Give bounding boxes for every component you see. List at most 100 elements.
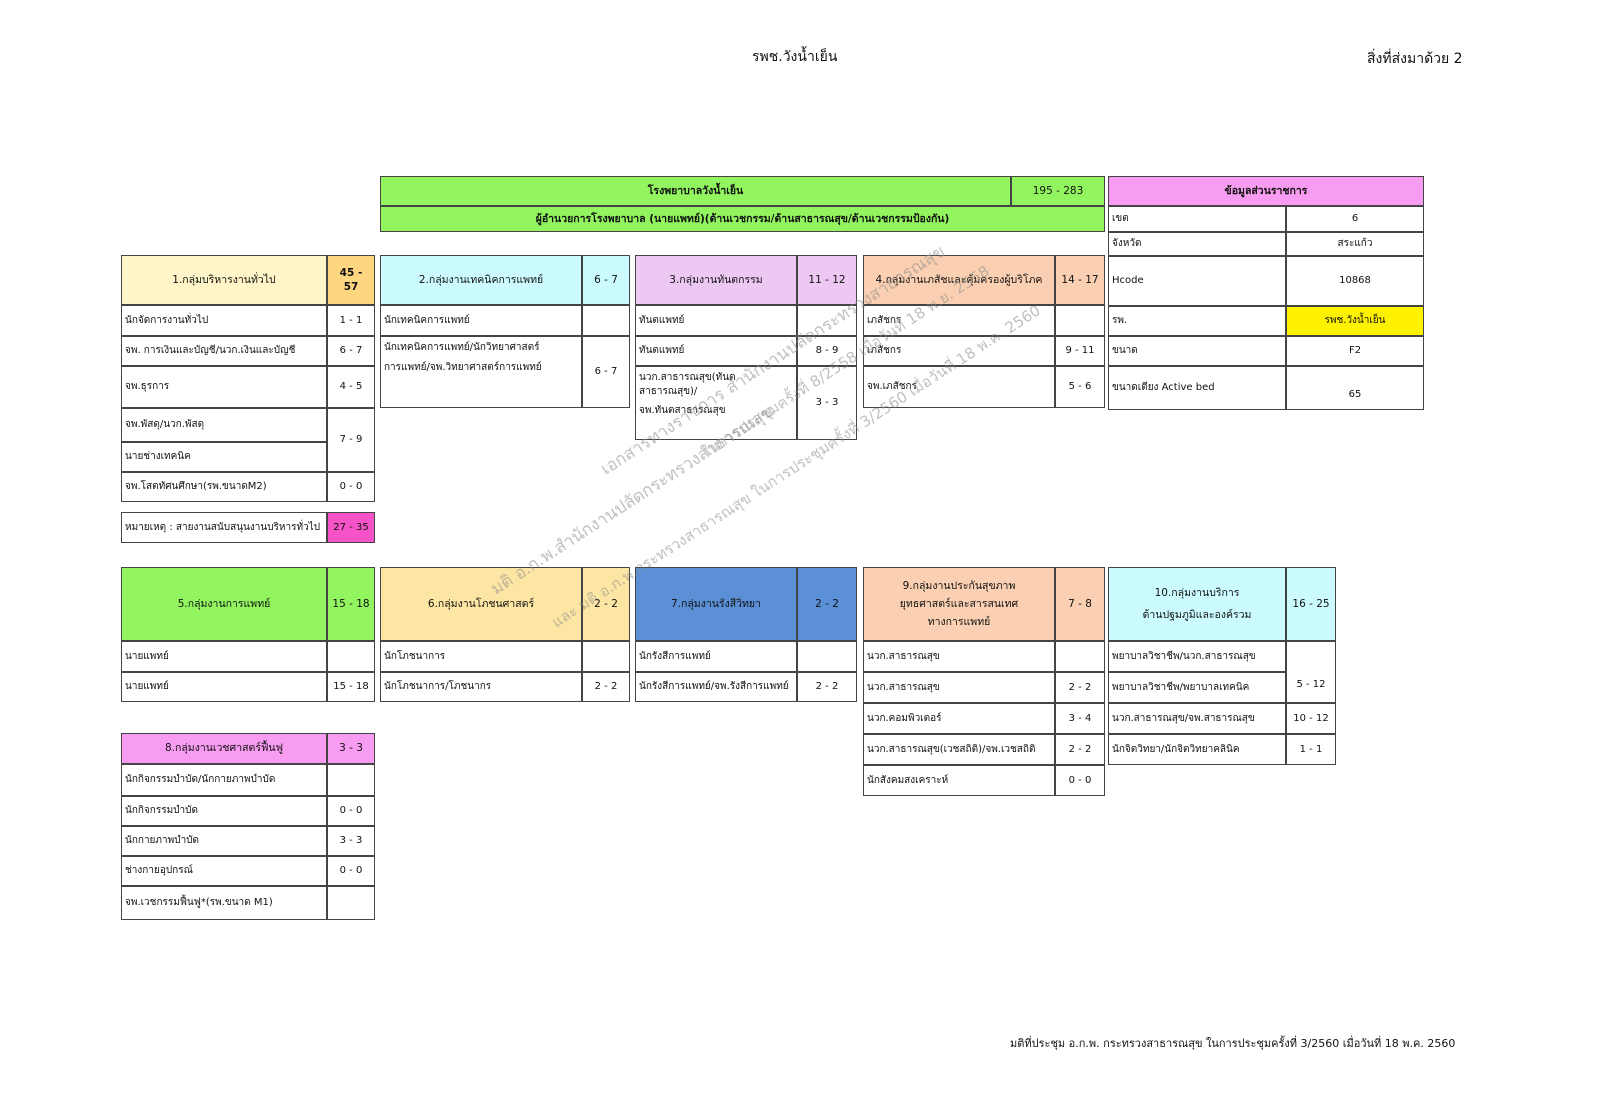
group-8-range: 3 - 3 bbox=[327, 733, 375, 764]
group-1-row: จพ.โสตทัศนศึกษา(รพ.ขนาดM2) bbox=[121, 472, 327, 502]
group-8-title: 8.กลุ่มงานเวชศาสตร์ฟื้นฟู bbox=[121, 733, 327, 764]
group-8-row: นักกายภาพบำบัด bbox=[121, 826, 327, 856]
group-6-title: 6.กลุ่มงานโภชนศาสตร์ bbox=[380, 567, 582, 641]
group-3-title: 3.กลุ่มงานทันตกรรม bbox=[635, 255, 797, 305]
page-header-center: รพช.วังน้ำเย็น bbox=[752, 49, 838, 65]
group-3-range: 11 - 12 bbox=[797, 255, 857, 305]
group-3-num: 8 - 9 bbox=[797, 336, 857, 366]
group-6-num-empty bbox=[582, 641, 630, 672]
group-4-range: 14 - 17 bbox=[1055, 255, 1105, 305]
group-5-num: 15 - 18 bbox=[327, 672, 375, 702]
group-1-row: นักจัดการงานทั่วไป bbox=[121, 305, 327, 336]
group-9-row: นวก.สาธารณสุข bbox=[863, 641, 1055, 672]
group-6-row: นักโภชนาการ bbox=[380, 641, 582, 672]
page-header-right: สิ่งที่ส่งมาด้วย 2 bbox=[1367, 51, 1463, 67]
info-label: Hcode bbox=[1108, 256, 1286, 306]
group-10-title-line: ด้านปฐมภูมิและองค์รวม bbox=[1142, 609, 1252, 621]
group-10-range: 16 - 25 bbox=[1286, 567, 1336, 641]
group-10-row: พยาบาลวิชาชีพ/พยาบาลเทคนิค bbox=[1108, 672, 1286, 703]
group-1-note: หมายเหตุ : สายงานสนับสนุนงานบริหารทั่วไป bbox=[121, 512, 327, 543]
group-1-title: 1.กลุ่มบริหารงานทั่วไป bbox=[121, 255, 327, 305]
group-9-title-line: 9.กลุ่มงานประกันสุขภาพ bbox=[902, 579, 1016, 592]
group-7-range: 2 - 2 bbox=[797, 567, 857, 641]
group-3-row-multi: นวก.สาธารณสุข(ทันตสาธารณสุข)/ จพ.ทันตสาธ… bbox=[635, 366, 797, 440]
info-value: 6 bbox=[1286, 206, 1424, 232]
group-9-title: 9.กลุ่มงานประกันสุขภาพ ยุทธศาสตร์และสารส… bbox=[863, 567, 1055, 641]
group-6-row: นักโภชนาการ/โภชนากร bbox=[380, 672, 582, 702]
group-9-num-empty bbox=[1055, 641, 1105, 672]
info-value: 65 bbox=[1286, 366, 1424, 410]
group-7-num: 2 - 2 bbox=[797, 672, 857, 702]
info-label: จังหวัด bbox=[1108, 232, 1286, 256]
group-8-num-empty bbox=[327, 764, 375, 796]
group-1-num: 7 - 9 bbox=[327, 408, 375, 472]
group-8-num-empty bbox=[327, 886, 375, 920]
group-4-num: 9 - 11 bbox=[1055, 336, 1105, 366]
director-title: ผู้อำนวยการโรงพยาบาล (นายแพทย์)(ด้านเวชก… bbox=[380, 206, 1105, 232]
group-8-num: 0 - 0 bbox=[327, 796, 375, 826]
group-6-range: 2 - 2 bbox=[582, 567, 630, 641]
group-2-row-line: การแพทย์/จพ.วิทยาศาสตร์การแพทย์ bbox=[384, 361, 542, 373]
group-9-row: นักสังคมสงเคราะห์ bbox=[863, 765, 1055, 796]
group-10-title-line: 10.กลุ่มงานบริการ bbox=[1154, 586, 1240, 599]
group-8-row: นักกิจกรรมบำบัด bbox=[121, 796, 327, 826]
group-1-num: 4 - 5 bbox=[327, 366, 375, 408]
group-7-row: นักรังสีการแพทย์/จพ.รังสีการแพทย์ bbox=[635, 672, 797, 702]
group-1-num: 0 - 0 bbox=[327, 472, 375, 502]
group-9-row: นวก.คอมพิวเตอร์ bbox=[863, 703, 1055, 734]
info-value: สระแก้ว bbox=[1286, 232, 1424, 256]
group-5-row: นายแพทย์ bbox=[121, 641, 327, 672]
group-10-num: 1 - 1 bbox=[1286, 734, 1336, 765]
group-5-title: 5.กลุ่มงานการแพทย์ bbox=[121, 567, 327, 641]
group-9-title-line: ยุทธศาสตร์และสารสนเทศ bbox=[899, 597, 1019, 610]
info-value: 10868 bbox=[1286, 256, 1424, 306]
group-2-range: 6 - 7 bbox=[582, 255, 630, 305]
group-1-range: 45 - 57 bbox=[327, 255, 375, 305]
group-1-num: 1 - 1 bbox=[327, 305, 375, 336]
group-1-note-range: 27 - 35 bbox=[327, 512, 375, 543]
info-label: รพ. bbox=[1108, 306, 1286, 336]
group-9-range: 7 - 8 bbox=[1055, 567, 1105, 641]
group-1-row: จพ.พัสดุ/นวก.พัสดุ bbox=[121, 408, 327, 442]
info-label: ขนาด bbox=[1108, 336, 1286, 366]
group-9-row: นวก.สาธารณสุข(เวชสถิติ)/จพ.เวชสถิติ bbox=[863, 734, 1055, 765]
info-title: ข้อมูลส่วนราชการ bbox=[1108, 176, 1424, 206]
group-1-row: นายช่างเทคนิค bbox=[121, 442, 327, 472]
group-9-num: 2 - 2 bbox=[1055, 672, 1105, 703]
group-10-row: พยาบาลวิชาชีพ/นวก.สาธารณสุข bbox=[1108, 641, 1286, 672]
group-2-row-line: นักเทคนิคการแพทย์/นักวิทยาศาสตร์ bbox=[384, 342, 540, 353]
info-value-hospital: รพช.วังน้ำเย็น bbox=[1286, 306, 1424, 336]
group-4-title: 4.กลุ่มงานเภสัชและคุ้มครองผู้บริโภค bbox=[863, 255, 1055, 305]
group-2-num: 6 - 7 bbox=[582, 336, 630, 408]
group-6-num: 2 - 2 bbox=[582, 672, 630, 702]
group-7-title: 7.กลุ่มงานรังสีวิทยา bbox=[635, 567, 797, 641]
group-10-num: 5 - 12 bbox=[1286, 641, 1336, 703]
info-label: ขนาดเตียง Active bed bbox=[1108, 366, 1286, 410]
page-footer: มติที่ประชุม อ.ก.พ. กระทรวงสาธารณสุข ในก… bbox=[1010, 1037, 1456, 1050]
group-8-row: จพ.เวชกรรมฟื้นฟู*(รพ.ขนาด M1) bbox=[121, 886, 327, 920]
group-4-num: 5 - 6 bbox=[1055, 366, 1105, 408]
group-2-row: นักเทคนิคการแพทย์ bbox=[380, 305, 582, 336]
group-10-title: 10.กลุ่มงานบริการ ด้านปฐมภูมิและองค์รวม bbox=[1108, 567, 1286, 641]
group-8-row: ช่างกายอุปกรณ์ bbox=[121, 856, 327, 886]
group-7-row: นักรังสีการแพทย์ bbox=[635, 641, 797, 672]
group-1-row: จพ. การเงินและบัญชี/นวก.เงินและบัญชี bbox=[121, 336, 327, 366]
group-2-num-empty bbox=[582, 305, 630, 336]
group-4-row: จพ.เภสัชกร bbox=[863, 366, 1055, 408]
group-3-row-line: จพ.ทันตสาธารณสุข bbox=[639, 405, 726, 416]
group-9-num: 2 - 2 bbox=[1055, 734, 1105, 765]
group-4-num-empty bbox=[1055, 305, 1105, 336]
group-3-num: 3 - 3 bbox=[797, 366, 857, 440]
hospital-range: 195 - 283 bbox=[1011, 176, 1105, 206]
group-8-row: นักกิจกรรมบำบัด/นักกายภาพบำบัด bbox=[121, 764, 327, 796]
group-8-num: 0 - 0 bbox=[327, 856, 375, 886]
group-4-row: เภสัชกร bbox=[863, 305, 1055, 336]
group-10-row: นวก.สาธารณสุข/จพ.สาธารณสุข bbox=[1108, 703, 1286, 734]
group-4-row: เภสัชกร bbox=[863, 336, 1055, 366]
group-3-row: ทันตแพทย์ bbox=[635, 336, 797, 366]
group-3-num-empty bbox=[797, 305, 857, 336]
group-8-num: 3 - 3 bbox=[327, 826, 375, 856]
group-5-range: 15 - 18 bbox=[327, 567, 375, 641]
group-7-num-empty bbox=[797, 641, 857, 672]
group-10-num: 10 - 12 bbox=[1286, 703, 1336, 734]
